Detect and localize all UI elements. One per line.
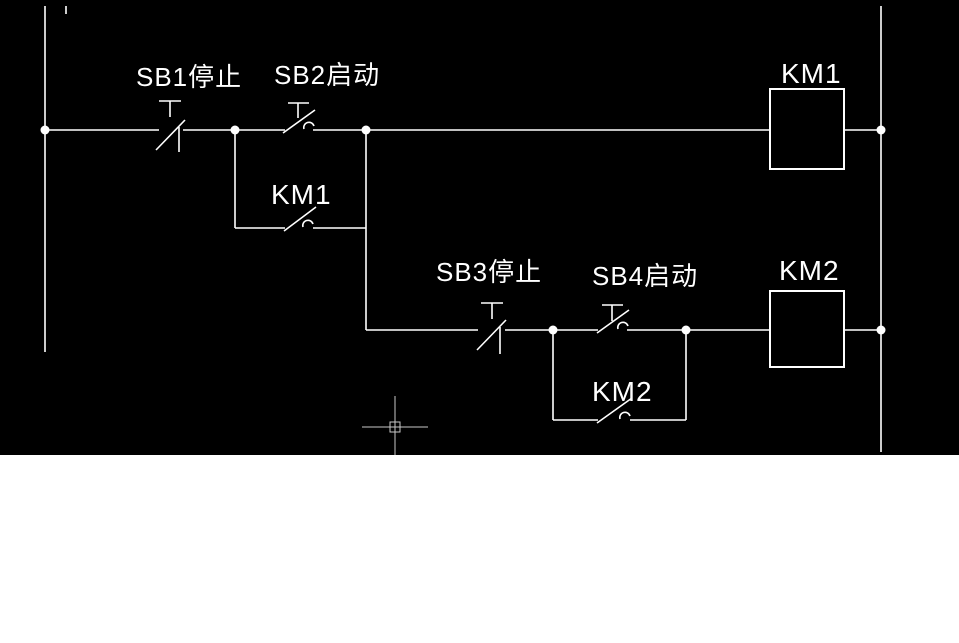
km1-contact-moving-contact [283, 206, 317, 232]
sb4-no-pushbutton-symbol [596, 304, 630, 334]
junction-dots [40, 125, 886, 335]
cad-drawing-canvas[interactable]: SB1停止 SB2启动 KM1 KM1 SB3停止 SB4启动 KM2 KM2 [0, 0, 959, 455]
junction-dot [40, 125, 50, 135]
junction-dot [876, 125, 886, 135]
label-sb4: SB4启动 [592, 261, 698, 291]
sb2-fixed-contact-hook [302, 121, 315, 130]
label-sb1: SB1停止 [136, 62, 242, 92]
km1-aux-contact-branch [234, 130, 367, 330]
label-km2-coil: KM2 [779, 255, 840, 286]
junction-dot [361, 125, 371, 135]
empty-page-area [0, 455, 959, 643]
crosshair-cursor [362, 396, 428, 455]
sb4-moving-contact [596, 309, 630, 334]
sb2-no-pushbutton-symbol [282, 102, 316, 134]
km2-contact-moving-contact [596, 397, 633, 424]
km1-coil-box [769, 88, 845, 170]
label-km1-contact: KM1 [271, 179, 332, 210]
junction-dot [548, 325, 558, 335]
crosshair-pickbox [389, 421, 401, 433]
label-km1-coil: KM1 [781, 58, 842, 89]
km2-aux-contact-branch [552, 330, 687, 424]
power-rails [44, 6, 882, 452]
km2-contact-fixed-hook [618, 411, 631, 420]
labels: SB1停止 SB2启动 KM1 KM1 SB3停止 SB4启动 KM2 KM2 [136, 58, 842, 407]
label-sb3: SB3停止 [436, 257, 542, 287]
junction-dot [230, 125, 240, 135]
sb2-moving-contact [282, 109, 316, 134]
sb1-nc-pushbutton-symbol [155, 100, 186, 152]
km1-coil-symbol [769, 88, 845, 170]
sb1-moving-contact [155, 119, 186, 151]
km2-coil-box [769, 290, 845, 368]
label-sb2: SB2启动 [274, 60, 380, 90]
sb3-nc-pushbutton-symbol [476, 302, 507, 354]
km2-coil-symbol [769, 290, 845, 368]
sb4-fixed-contact-hook [616, 321, 629, 330]
sb3-moving-contact [476, 319, 507, 351]
circuit-diagram: SB1停止 SB2启动 KM1 KM1 SB3停止 SB4启动 KM2 KM2 [40, 6, 886, 455]
label-km2-contact: KM2 [592, 376, 653, 407]
junction-dot [681, 325, 691, 335]
km1-contact-fixed-hook [301, 219, 314, 228]
junction-dot [876, 325, 886, 335]
